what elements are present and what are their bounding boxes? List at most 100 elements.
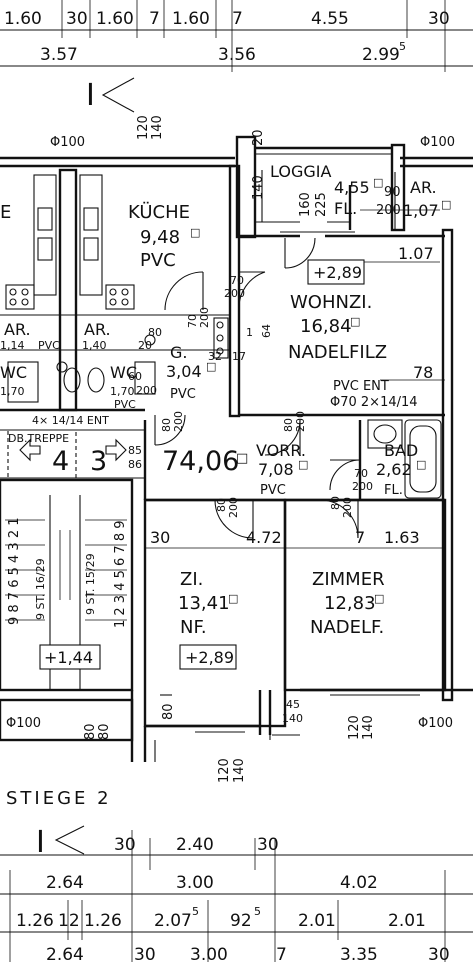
- dim-bot-15: 30: [134, 945, 156, 962]
- kueche-square: □: [190, 226, 200, 239]
- phi-labels: Φ100 Φ100 Φ100 Φ100: [6, 135, 455, 731]
- db-treppe: DB.TREPPE: [8, 432, 69, 445]
- bottom-dimension-chain: 30 2.40 30 2.64 3.00 4.02 1.26 12 1.26 2…: [0, 830, 473, 962]
- stair-level: +1,44: [44, 648, 93, 667]
- dd-17: 32: [208, 350, 222, 363]
- room-loggia: LOGGIA 4,55 □ FL. 90 200: [270, 162, 401, 218]
- windows-bottom: [160, 689, 420, 733]
- dim-top-5: 1.60: [172, 9, 210, 29]
- vdim-80c: 80: [161, 703, 176, 720]
- section-mark-bottom: I: [36, 825, 85, 860]
- dim-bot-6: 4.02: [340, 873, 378, 893]
- dd-15: 64: [260, 324, 273, 338]
- vorr-square: □: [298, 458, 308, 471]
- total-square: □: [236, 451, 248, 466]
- level-box-1: +2,89: [313, 263, 362, 282]
- bad-area: 2,62: [376, 460, 412, 479]
- loggia-fl: FL.: [334, 199, 357, 218]
- vorr-name: VORR.: [256, 441, 306, 460]
- room-wohnzi: +2,89 1.07 WOHNZI. 16,84 □ NADELFILZ 78 …: [288, 244, 434, 410]
- entry-area: DB.TREPPE 4 3 74,06 □: [8, 432, 248, 477]
- wc-area-left: 1,70: [0, 385, 25, 398]
- g-area: 3,04: [166, 362, 202, 381]
- vertical-dims: 120 140 20 140 160 225 120 140 120 140 8…: [83, 115, 376, 783]
- dim-bot-18: 3.35: [340, 945, 378, 962]
- vdim-140b: 140: [251, 175, 266, 200]
- dim-bot-10: 2.07: [154, 911, 192, 931]
- g-name: G.: [170, 343, 187, 362]
- zimmer-name: ZIMMER: [312, 569, 385, 590]
- vents: [56, 334, 156, 373]
- ar-top-square: □: [441, 198, 451, 211]
- dim-top-9: 3.57: [40, 45, 78, 65]
- dim-top-1: 1.60: [4, 9, 42, 29]
- dim-top-7: 4.55: [311, 9, 349, 29]
- vdim-120c: 120: [217, 758, 232, 783]
- loggia-square: □: [373, 176, 383, 189]
- dim-bot-7: 1.26: [16, 911, 54, 931]
- wohnzi-square: □: [350, 315, 360, 328]
- zi-square: □: [228, 592, 238, 605]
- vdim-45: 45: [286, 698, 300, 711]
- dim-bot-9: 1.26: [84, 911, 122, 931]
- dim-bot-11: 92: [230, 911, 252, 931]
- ar-top-area: 1,07: [403, 201, 439, 220]
- phi-label-1: Φ100: [50, 135, 85, 150]
- zi-dim-472: 4.72: [246, 528, 282, 547]
- vdim-225: 225: [314, 192, 329, 217]
- wohnzi-name: WOHNZI.: [290, 292, 372, 313]
- ar-mid-area: 1,40: [82, 339, 107, 352]
- dim-bot-17: 7: [276, 945, 287, 962]
- dim-bot-2: 2.40: [176, 835, 214, 855]
- dim-bot-14: 2.64: [46, 945, 84, 962]
- room-kueche: KÜCHE 9,48 □ PVC: [128, 201, 200, 271]
- pvc-wc: PVC: [114, 398, 136, 411]
- bad-square: □: [416, 458, 426, 471]
- small-rooms-left: AR. AR. 1,14 1,40 PVC WC WC 1,70 1,70 PV…: [0, 320, 137, 427]
- door-swings: [154, 237, 361, 539]
- room-g: G. 3,04 □ PVC: [166, 343, 216, 402]
- dim-top-10: 3.56: [218, 45, 256, 65]
- dim-top-3: 1.60: [96, 9, 134, 29]
- bathtub: [367, 419, 442, 499]
- ar-top-name: AR.: [410, 178, 437, 197]
- dim-bot-3: 30: [257, 835, 279, 855]
- dd-22: 80: [148, 326, 162, 339]
- wohnzi-area: 16,84: [300, 316, 352, 337]
- dim-bot-1: 30: [114, 835, 136, 855]
- zimmer-floor: NADELF.: [310, 617, 384, 638]
- zimmer-square: □: [374, 592, 384, 605]
- dim-bot-19: 30: [428, 945, 450, 962]
- zi-name: ZI.: [180, 569, 203, 590]
- vdim-160: 160: [298, 192, 313, 217]
- zimmer-dim-163: 1.63: [384, 528, 420, 547]
- section-mark-letter-bottom: I: [36, 825, 45, 860]
- dd-2: 200: [224, 287, 245, 300]
- dim-top-8: 30: [428, 9, 450, 29]
- dim-bot-16: 3.00: [190, 945, 228, 962]
- pvc-small: PVC: [38, 339, 60, 352]
- ar-left: AR.: [4, 320, 31, 339]
- dd-19: 60: [128, 370, 142, 383]
- wc-area: 1,70: [110, 385, 135, 398]
- room-zimmer: 7 1.63 ZIMMER 12,83 □ NADELF.: [285, 528, 445, 638]
- dd-16: 1: [246, 326, 253, 339]
- dim-top-11-sup: 5: [399, 40, 406, 53]
- ent-label: 4× 14/14 ENT: [32, 414, 109, 427]
- dd-7: 70: [354, 467, 368, 480]
- vorr-area: 7,08: [258, 460, 294, 479]
- g-floor: PVC: [170, 387, 196, 402]
- door-dimensions: 70 200 70 200 80 200 70 200 80 200 80 20…: [128, 274, 373, 518]
- wohnzi-dim2: 78: [413, 363, 433, 382]
- vdim-140a: 140: [150, 115, 165, 140]
- room-ar-top: AR. 1,07 □: [403, 178, 451, 220]
- bad-name: BAD: [384, 441, 418, 460]
- dd-11: 80: [329, 496, 342, 510]
- dim-bot-4: 2.64: [46, 873, 84, 893]
- vdim-120a: 120: [136, 115, 151, 140]
- wohnzi-floor: NADELFILZ: [288, 342, 387, 363]
- stairwell: 9 8 7 6 5 4 3 2 1 9 ST. 16/29 9 ST. 15/2…: [7, 518, 128, 670]
- pvc-ent: PVC ENT: [333, 379, 389, 394]
- stair-lines: [5, 519, 127, 621]
